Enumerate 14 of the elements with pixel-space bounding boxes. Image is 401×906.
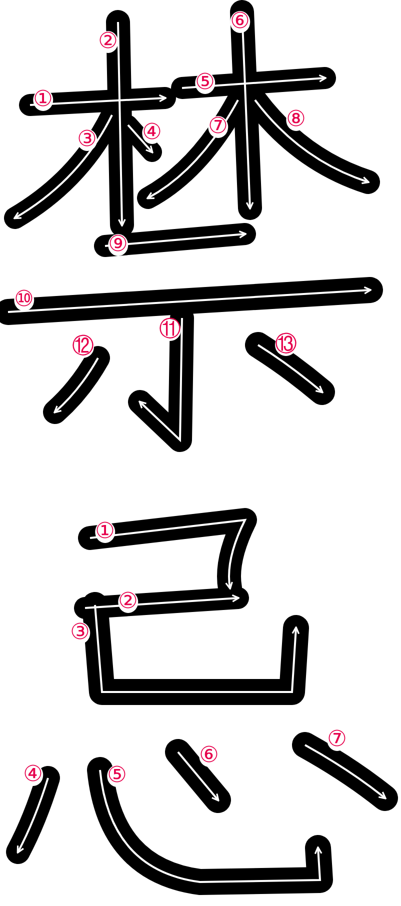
stroke-number: ⑫ xyxy=(72,336,94,358)
stroke-number: ⑩ xyxy=(14,289,34,311)
stroke-number: ⑪ xyxy=(159,319,181,341)
stroke-number: ② xyxy=(98,31,118,53)
stroke-number: ④ xyxy=(23,764,43,786)
stroke-number: ⑥ xyxy=(199,745,219,767)
stroke-number: ③ xyxy=(70,622,90,644)
stroke-number: ⑤ xyxy=(107,765,127,787)
stroke-number: ⑬ xyxy=(275,334,297,356)
stroke-number: ⑧ xyxy=(286,109,306,131)
stroke-number: ① xyxy=(33,89,53,111)
stroke-number: ⑦ xyxy=(327,729,347,751)
stroke-number: ③ xyxy=(77,129,97,151)
stroke-number: ④ xyxy=(142,122,162,144)
